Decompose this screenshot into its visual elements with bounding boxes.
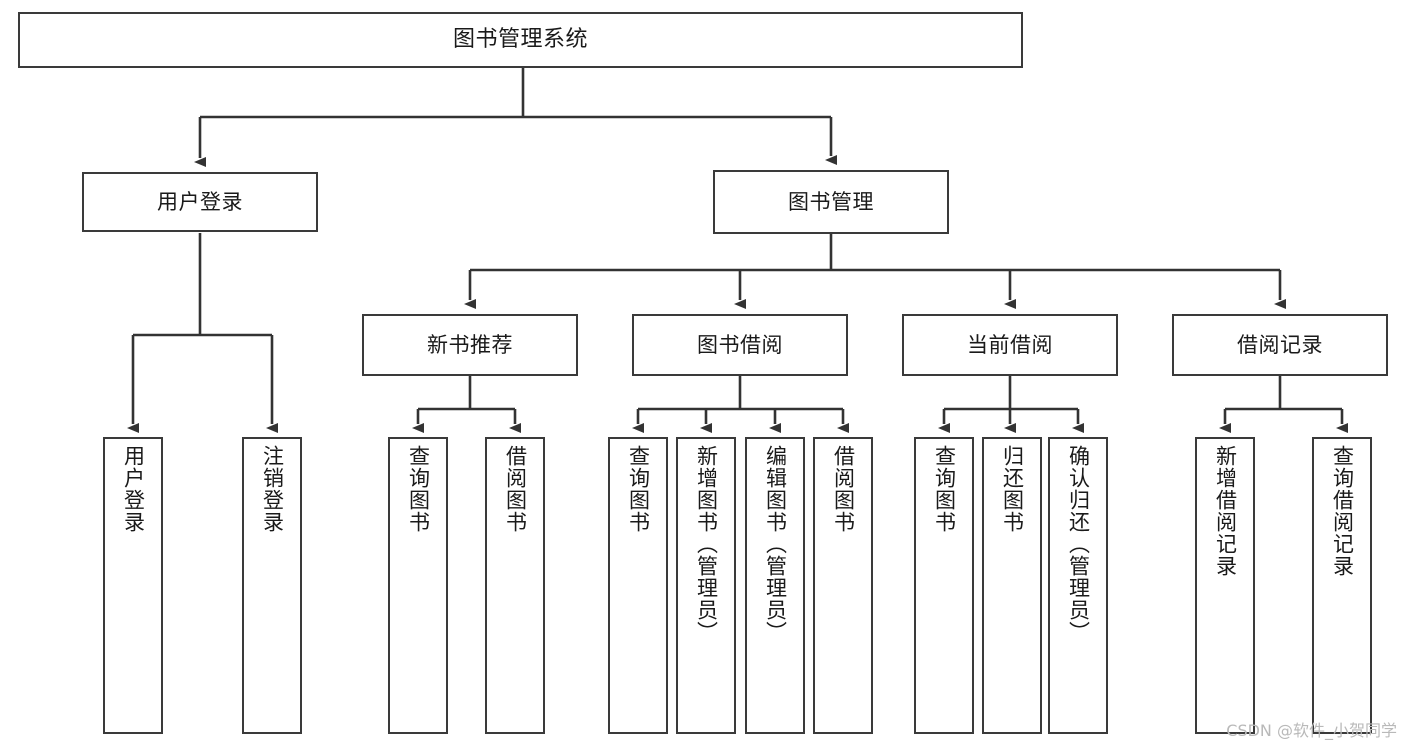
node-leaf-edit-book[interactable]: 编辑图书（管理员）: [745, 437, 805, 734]
node-root[interactable]: 图书管理系统: [18, 12, 1023, 68]
node-leaf-query-book-1-label: 查询图书: [406, 445, 431, 533]
node-leaf-return-book-label: 归还图书: [1000, 445, 1025, 533]
node-leaf-user-logout-label: 注销登录: [260, 445, 285, 533]
node-user-login[interactable]: 用户登录: [82, 172, 318, 232]
node-new-book-rec[interactable]: 新书推荐: [362, 314, 578, 376]
node-leaf-return-book[interactable]: 归还图书: [982, 437, 1042, 734]
node-leaf-query-book-3[interactable]: 查询图书: [914, 437, 974, 734]
node-leaf-query-book-2-label: 查询图书: [626, 445, 651, 533]
node-leaf-confirm-return-label: 确认归还（管理员）: [1066, 445, 1091, 643]
node-new-book-rec-label: 新书推荐: [427, 332, 513, 357]
node-leaf-borrow-book-1[interactable]: 借阅图书: [485, 437, 545, 734]
node-leaf-user-login[interactable]: 用户登录: [103, 437, 163, 734]
node-user-login-label: 用户登录: [157, 189, 243, 214]
node-leaf-query-book-2[interactable]: 查询图书: [608, 437, 668, 734]
node-book-borrow[interactable]: 图书借阅: [632, 314, 848, 376]
node-leaf-borrow-book-1-label: 借阅图书: [503, 445, 528, 533]
node-leaf-query-book-3-label: 查询图书: [932, 445, 957, 533]
node-leaf-query-record[interactable]: 查询借阅记录: [1312, 437, 1372, 734]
node-leaf-edit-book-label: 编辑图书（管理员）: [763, 445, 788, 643]
node-book-borrow-label: 图书借阅: [697, 332, 783, 357]
node-leaf-borrow-book-2[interactable]: 借阅图书: [813, 437, 873, 734]
watermark: CSDN @软件_小贺同学: [1226, 721, 1397, 740]
node-borrow-record[interactable]: 借阅记录: [1172, 314, 1388, 376]
node-leaf-add-record[interactable]: 新增借阅记录: [1195, 437, 1255, 734]
node-leaf-add-book-label: 新增图书（管理员）: [694, 445, 719, 643]
node-book-manage[interactable]: 图书管理: [713, 170, 949, 234]
node-root-label: 图书管理系统: [452, 27, 588, 53]
node-current-borrow-label: 当前借阅: [967, 332, 1053, 357]
node-leaf-query-record-label: 查询借阅记录: [1330, 445, 1355, 577]
node-borrow-record-label: 借阅记录: [1237, 332, 1323, 357]
node-leaf-add-record-label: 新增借阅记录: [1213, 445, 1238, 577]
node-leaf-user-login-label: 用户登录: [121, 445, 146, 533]
node-leaf-confirm-return[interactable]: 确认归还（管理员）: [1048, 437, 1108, 734]
node-book-manage-label: 图书管理: [788, 189, 874, 214]
node-leaf-query-book-1[interactable]: 查询图书: [388, 437, 448, 734]
node-current-borrow[interactable]: 当前借阅: [902, 314, 1118, 376]
node-leaf-user-logout[interactable]: 注销登录: [242, 437, 302, 734]
node-leaf-borrow-book-2-label: 借阅图书: [831, 445, 856, 533]
node-leaf-add-book[interactable]: 新增图书（管理员）: [676, 437, 736, 734]
